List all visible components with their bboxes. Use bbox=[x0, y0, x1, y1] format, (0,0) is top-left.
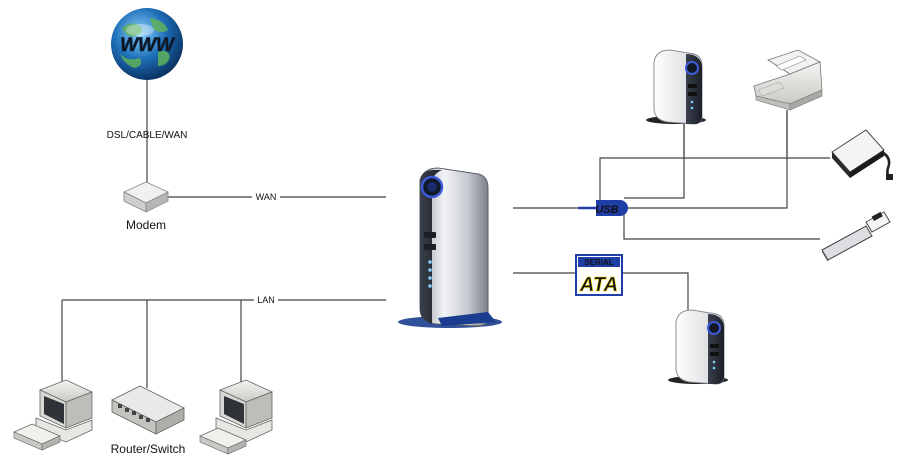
nas-server-icon bbox=[398, 167, 502, 328]
router-switch-label: Router/Switch bbox=[111, 442, 186, 456]
modem-icon bbox=[123, 181, 169, 213]
lan-label: LAN bbox=[257, 295, 275, 305]
ata-label: ATA bbox=[579, 274, 618, 296]
serial-label: SERIAL bbox=[584, 258, 613, 267]
modem-label: Modem bbox=[126, 218, 166, 232]
wire-usb-printer-down bbox=[624, 110, 788, 209]
dsl-cable-wan-label: DSL/CABLE/WAN bbox=[107, 130, 188, 141]
desktop-computer-2-icon bbox=[199, 379, 274, 455]
external-disk-bottom-icon bbox=[668, 309, 728, 385]
external-disk-top-icon bbox=[646, 49, 706, 125]
usb-flash-drive-icon bbox=[821, 211, 891, 262]
portable-drive-icon bbox=[831, 129, 893, 180]
internet-globe-icon: WWW bbox=[111, 8, 183, 80]
wire-sata-disk bbox=[622, 272, 689, 316]
router-switch-icon bbox=[111, 385, 185, 435]
wire-usb-flash bbox=[623, 214, 820, 240]
usb-logo-icon: USB bbox=[578, 200, 628, 216]
usb-label: USB bbox=[595, 204, 618, 216]
www-label: WWW bbox=[120, 35, 176, 56]
wire-usb-bus-top bbox=[599, 157, 830, 200]
desktop-computer-1-icon bbox=[13, 379, 94, 451]
wire-usb-disk-down bbox=[624, 122, 685, 199]
wan-label: WAN bbox=[256, 192, 277, 202]
serial-ata-logo-icon: SERIAL ATA bbox=[575, 254, 623, 296]
connection-lines bbox=[61, 78, 830, 388]
printer-icon bbox=[753, 49, 823, 111]
